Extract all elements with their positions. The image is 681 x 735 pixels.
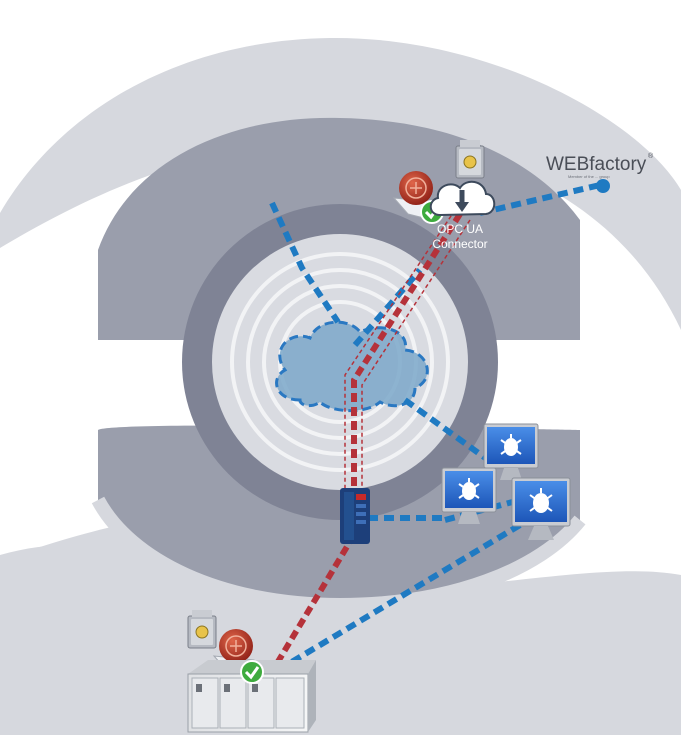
logo-tagline: Member of the ... group bbox=[568, 174, 610, 179]
bug-monitor-icon bbox=[483, 423, 539, 480]
link-monitor3-to-plc bbox=[268, 522, 522, 678]
outer-ring-bottom-band-main bbox=[0, 544, 681, 735]
link-cloud-to-monitor-1 bbox=[403, 397, 497, 468]
network-router-icon bbox=[340, 488, 370, 544]
safe-icon bbox=[455, 140, 485, 179]
safe-icon bbox=[187, 610, 217, 649]
bug-monitor-icon bbox=[511, 477, 571, 540]
certificate-seal-icon bbox=[392, 171, 435, 221]
link-cloud-to-connector bbox=[352, 268, 423, 347]
logo-brand-prefix: WEB bbox=[546, 154, 589, 175]
connector-label-line2: Connector bbox=[432, 237, 487, 251]
outer-ring-top-band bbox=[0, 37, 681, 330]
connector-label-line1: OPC UA bbox=[437, 222, 483, 236]
check-badge-icon bbox=[240, 660, 264, 684]
network-links bbox=[268, 182, 601, 678]
svg-text:WEBfactory: WEBfactory bbox=[546, 154, 647, 175]
link-cloud-to-top-left bbox=[269, 201, 341, 324]
cloud-download-icon bbox=[429, 180, 496, 217]
logo-registered: ® bbox=[648, 152, 654, 160]
webfactory-endpoint bbox=[596, 179, 610, 193]
webfactory-logo: WEBfactory ® Member of the ... group bbox=[546, 152, 654, 193]
outer-zone-ring bbox=[0, 37, 681, 735]
control-cabinet-icon bbox=[187, 660, 316, 733]
bug-monitor-icon bbox=[441, 467, 497, 524]
internet-cloud-icon bbox=[275, 320, 429, 413]
logo-brand-suffix: factory bbox=[589, 154, 647, 175]
link-connector-to-webfactory bbox=[479, 182, 601, 216]
